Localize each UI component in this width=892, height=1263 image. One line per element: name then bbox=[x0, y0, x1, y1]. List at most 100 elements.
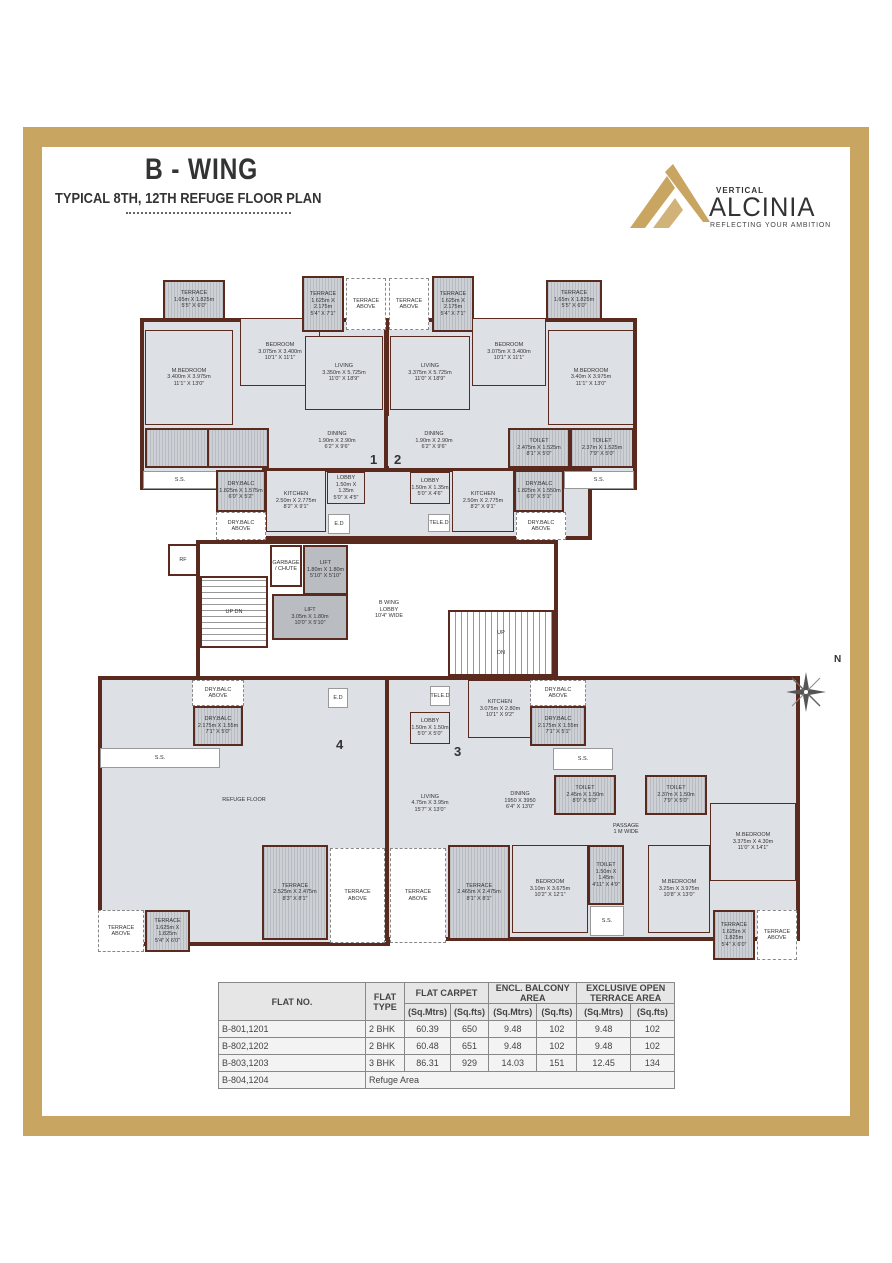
room-label: TOILET 2.37m X 1.50m 7'9" X 5'0" bbox=[657, 785, 695, 805]
carpet-sqm: 60.39 bbox=[404, 1020, 451, 1038]
toilet: TOILET 2.45m X 1.50m 8'0" X 5'0" bbox=[554, 775, 616, 815]
balcony-sqm: 14.03 bbox=[487, 1054, 538, 1072]
page-subtitle: TYPICAL 8TH, 12TH REFUGE FLOOR PLAN bbox=[55, 190, 322, 207]
room-label: TERRACE ABOVE bbox=[344, 889, 371, 902]
dry-balcony: DRY.BALC 2.175m X 1.55m 7'1" X 5'0" bbox=[193, 706, 243, 746]
room-label: LIVING 4.75m X 3.95m 15'7" X 13'0" bbox=[411, 793, 449, 813]
dining-room: DINING 1.90m X 2.90m 6'2" X 9'6" bbox=[290, 416, 384, 466]
room-label: PASSAGE 1 M WIDE bbox=[613, 822, 639, 836]
dining-room: DINING 1.90m X 2.90m 6'2" X 9'6" bbox=[388, 416, 480, 466]
flat-type: 2 BHK bbox=[365, 1020, 405, 1038]
master-bedroom: M.BEDROOM 3.400m X 3.975m 11'1" X 13'0" bbox=[145, 330, 233, 425]
service-shaft: S.S. bbox=[590, 906, 624, 936]
dining-room: DINING 1950 X 3950 6'4" X 13'0" bbox=[490, 762, 550, 840]
room-label: TOILET 2.45m X 1.50m 8'0" X 5'0" bbox=[566, 785, 604, 805]
north-label: N bbox=[834, 654, 842, 665]
toilet: TOILET 2.475m X 1.525m 8'1" X 5'0" bbox=[508, 428, 570, 468]
lift: LIFT 1.80m X 1.80m 5'10" X 5'10" bbox=[303, 545, 348, 595]
living-room: LIVING 3.350m X 5.725m 11'0" X 18'9" bbox=[305, 336, 383, 410]
dry-balcony: DRY.BALC 1.825m X 1.575m 6'0" X 5'2" bbox=[216, 470, 266, 512]
room-label: S.S. bbox=[174, 476, 186, 483]
terrace-sqft: 102 bbox=[629, 1037, 676, 1055]
service-shaft: S.S. bbox=[553, 748, 613, 770]
table-row: B-804,1204 Refuge Area bbox=[218, 1071, 675, 1089]
service-shaft: S.S. bbox=[564, 471, 634, 489]
room-label: TERRACE 2.465m X 2.475m 8'1" X 8'1" bbox=[457, 882, 501, 902]
room-label: KITCHEN 3.075m X 2.80m 10'1" X 9'2" bbox=[479, 699, 521, 719]
header-flat-type: FLAT TYPE bbox=[365, 982, 405, 1021]
table-row: B-801,1201 2 BHK 60.39 650 9.48 102 9.48… bbox=[218, 1020, 676, 1038]
room-label: DRY.BALC ABOVE bbox=[544, 686, 572, 700]
terrace-above: TERRACE ABOVE bbox=[98, 910, 144, 952]
terrace: TERRACE 1.625m X 1.825m 5'4" X 6'0" bbox=[145, 910, 190, 952]
room-label: LIVING 3.375m X 5.725m 11'0" X 18'9" bbox=[408, 363, 452, 383]
room-label: TERRACE 1.625m X 2.175m 5'4" X 7'1" bbox=[439, 291, 467, 317]
garbage-chute: GARBAGE / CHUTE bbox=[270, 545, 302, 587]
refuge-area-note: Refuge Area bbox=[365, 1071, 675, 1089]
room-label: DINING 1.90m X 2.90m 6'2" X 9'6" bbox=[318, 431, 356, 451]
terrace-above: TERRACE ABOVE bbox=[330, 848, 385, 943]
room-label: M.BEDROOM 3.25m X 3.975m 10'8" X 13'0" bbox=[658, 879, 700, 899]
room-label: S.S. bbox=[601, 917, 613, 924]
dry-balcony: DRY.BALC 1.825m X 1.550m 6'0" X 5'1" bbox=[514, 470, 564, 512]
table-row: B-803,1203 3 BHK 86.31 929 14.03 151 12.… bbox=[218, 1054, 676, 1072]
room-label: S.S. bbox=[593, 476, 605, 483]
room-label: LIVING 3.350m X 5.725m 11'0" X 18'9" bbox=[322, 363, 366, 383]
dry-balcony-above: DRY.BALC ABOVE bbox=[216, 512, 266, 540]
room-label: M.BEDROOM 3.40m X 3.975m 11'1" X 13'0" bbox=[570, 367, 612, 387]
logo-tagline: REFLECTING YOUR AMBITION bbox=[710, 222, 831, 229]
kitchen: KITCHEN 2.50m X 2.775m 8'2" X 9'1" bbox=[452, 470, 514, 532]
kitchen: KITCHEN 3.075m X 2.80m 10'1" X 9'2" bbox=[468, 680, 532, 738]
carpet-sqft: 929 bbox=[450, 1054, 489, 1072]
terrace-sqm: 9.48 bbox=[576, 1037, 631, 1055]
room-label: LIFT 1.80m X 1.80m 5'10" X 5'10" bbox=[306, 560, 345, 580]
room-label: TERRACE ABOVE bbox=[352, 297, 380, 311]
living-room: LIVING 3.375m X 5.725m 11'0" X 18'9" bbox=[390, 336, 470, 410]
room-label: BEDROOM 3.075m X 3.400m 10'1" X 11'1" bbox=[258, 342, 302, 362]
refuge-fire-shaft: RF bbox=[168, 544, 198, 576]
passage: PASSAGE 1 M WIDE bbox=[598, 815, 654, 843]
room-label: DINING 1.90m X 2.90m 6'2" X 9'6" bbox=[415, 431, 453, 451]
balcony-sqft: 151 bbox=[536, 1054, 578, 1072]
bedroom: BEDROOM 3.10m X 3.675m 10'2" X 12'1" bbox=[512, 845, 588, 933]
room-label: TELE.D bbox=[430, 692, 450, 699]
room-label: S.S. bbox=[154, 754, 166, 761]
terrace: TERRACE 2.525m X 2.475m 8'3" X 8'1" bbox=[262, 845, 328, 940]
room-label: S.S. bbox=[577, 755, 589, 762]
room-label: TOILET 2.37m X 1.525m 7'9" X 5'0" bbox=[581, 438, 623, 458]
terrace: TERRACE 1.625m X 2.175m 5'4" X 7'1" bbox=[432, 276, 474, 332]
table-row: B-802,1202 2 BHK 60.48 651 9.48 102 9.48… bbox=[218, 1037, 676, 1055]
kitchen: KITCHEN 2.50m X 2.775m 8'2" X 9'1" bbox=[266, 470, 326, 532]
room-label: TERRACE ABOVE bbox=[395, 297, 423, 311]
toilet: TOILET 2.37m X 1.525m 7'9" X 5'0" bbox=[570, 428, 634, 468]
lobby: LOBBY 1.50m X 1.35m 5'0" X 4'5" bbox=[327, 472, 365, 504]
room-label: LOBBY 1.50m X 1.35m 5'0" X 4'6" bbox=[411, 478, 449, 498]
room-label: TERRACE 1.625m X 1.825m 5'4" X 6'0" bbox=[154, 918, 181, 944]
room-label: DRY.BALC ABOVE bbox=[527, 519, 555, 533]
logo-top-text: VERTICAL bbox=[716, 186, 764, 195]
carpet-sqm: 60.48 bbox=[404, 1037, 451, 1055]
flat-no: B-802,1202 bbox=[218, 1037, 366, 1055]
flat-number-1: 1 bbox=[370, 452, 378, 467]
header-open-terrace: EXCLUSIVE OPEN TERRACE AREA bbox=[576, 982, 675, 1004]
room-label: TERRACE 1.65m X 1.825m 5'5" X 6'0" bbox=[173, 290, 215, 310]
service-shaft: S.S. bbox=[100, 748, 220, 768]
room-label: TERRACE ABOVE bbox=[763, 928, 791, 942]
terrace-sqft: 102 bbox=[629, 1020, 676, 1038]
room-label: DRY.BALC 1.825m X 1.550m 6'0" X 5'1" bbox=[517, 481, 561, 501]
flat-number-2: 2 bbox=[394, 452, 402, 467]
terrace: TERRACE 1.625m X 2.175m 5'4" X 7'1" bbox=[302, 276, 344, 332]
compass-rose-icon bbox=[786, 672, 826, 712]
flat-no: B-804,1204 bbox=[218, 1071, 366, 1089]
balcony-sqft: 102 bbox=[536, 1020, 578, 1038]
terrace: TERRACE 1.625m X 1.825m 5'4" X 6'0" bbox=[713, 910, 755, 960]
carpet-sqm: 86.31 bbox=[404, 1054, 451, 1072]
dry-balcony: DRY.BALC 2.175m X 1.55m 7'1" X 5'1" bbox=[530, 706, 586, 746]
flat-type: 2 BHK bbox=[365, 1037, 405, 1055]
room-label: DRY.BALC 2.175m X 1.55m 7'1" X 5'0" bbox=[197, 716, 239, 736]
area-table: FLAT NO. FLAT TYPE FLAT CARPET ENCL. BAL… bbox=[218, 982, 676, 1089]
alcinia-logo: VERTICAL ALCINIA REFLECTING YOUR AMBITIO… bbox=[625, 162, 840, 232]
electrical-duct: E.D bbox=[328, 688, 348, 708]
bedroom: BEDROOM 3.075m X 3.400m 10'1" X 11'1" bbox=[472, 318, 546, 386]
